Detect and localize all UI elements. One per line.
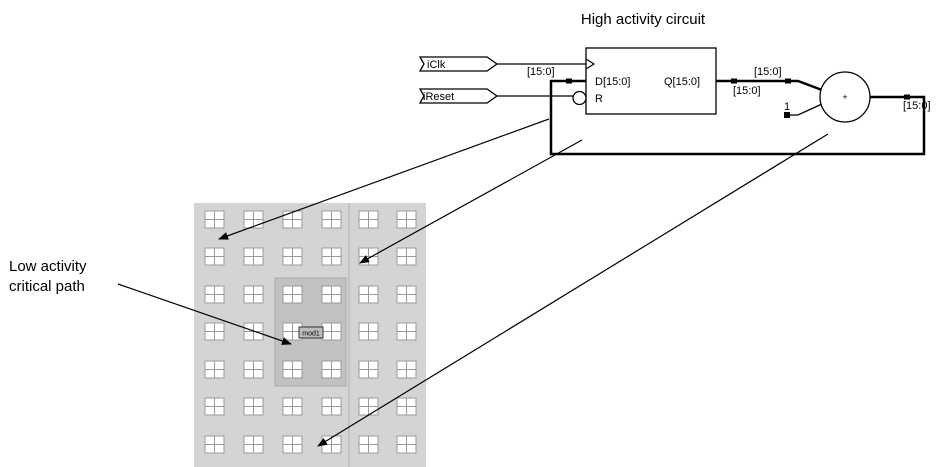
floorplan-tile <box>396 247 417 266</box>
floorplan-tile <box>243 397 264 416</box>
reset-input-port <box>418 88 499 104</box>
q-bus-tap <box>731 78 737 84</box>
clk-input-port <box>418 56 499 72</box>
register-r-port: R <box>595 93 603 105</box>
floorplan-tile <box>358 435 379 454</box>
q-output-bus <box>716 79 823 92</box>
floorplan-tile <box>321 397 342 416</box>
module-label: mod1 <box>302 331 320 338</box>
critical-path-label-line1: Low activity <box>9 258 87 275</box>
register-d-port: D[15:0] <box>595 76 630 88</box>
critical-path-pointer <box>117 283 292 345</box>
floorplan-tile <box>321 360 342 379</box>
floorplan-tile <box>396 322 417 341</box>
floorplan-tile <box>282 247 303 266</box>
floorplan-tile <box>204 435 225 454</box>
bus-label-q-bottom: [15:0] <box>733 85 761 97</box>
mapping-arrow-1 <box>218 118 550 240</box>
adder-out-tap <box>904 94 910 100</box>
floorplan-tile <box>321 285 342 304</box>
floorplan-tile <box>321 435 342 454</box>
floorplan-tile <box>282 435 303 454</box>
floorplan-tile <box>358 322 379 341</box>
floorplan-tile <box>358 397 379 416</box>
register-block <box>585 47 717 115</box>
mapping-arrow-2 <box>359 139 583 264</box>
floorplan-tile <box>321 322 342 341</box>
q-bus-tap-right <box>785 78 791 84</box>
floorplan-tile <box>243 247 264 266</box>
reset-input-label: iReset <box>423 91 454 103</box>
floorplan-tile <box>243 360 264 379</box>
floorplan-tile <box>243 435 264 454</box>
floorplan-tiles <box>204 210 417 454</box>
floorplan-grid: mod1 <box>194 203 426 467</box>
clock-triangle <box>585 58 596 70</box>
adder-constant: 1 <box>784 101 790 113</box>
d-bus-tap <box>566 78 572 84</box>
floorplan-tile <box>358 360 379 379</box>
register-q-port: Q[15:0] <box>664 76 700 88</box>
floorplan-tile <box>358 285 379 304</box>
feedback-bus <box>549 79 926 156</box>
floorplan-tile <box>204 397 225 416</box>
mapping-arrow-3 <box>317 133 829 447</box>
floorplan-tile <box>204 210 225 229</box>
floorplan-tile <box>396 435 417 454</box>
critical-path-label-line2: critical path <box>9 278 85 295</box>
floorplan-tile <box>358 210 379 229</box>
floorplan-tile <box>204 322 225 341</box>
floorplan-tile <box>321 247 342 266</box>
floorplan-tile <box>204 285 225 304</box>
floorplan-tile <box>243 210 264 229</box>
floorplan-tile <box>396 210 417 229</box>
bus-label-adder-out: [15:0] <box>903 100 931 112</box>
floorplan-tile <box>282 210 303 229</box>
diagram-title: High activity circuit <box>581 11 706 28</box>
floorplan-tile <box>204 247 225 266</box>
floorplan-tile <box>396 360 417 379</box>
constant-tap <box>784 112 790 118</box>
floorplan-tile <box>282 397 303 416</box>
floorplan-tile <box>282 360 303 379</box>
floorplan-tile <box>396 285 417 304</box>
bus-label-d-in: [15:0] <box>527 66 555 78</box>
bus-label-q-top: [15:0] <box>754 66 782 78</box>
module-box <box>298 326 324 339</box>
floorplan-tile <box>243 285 264 304</box>
reset-inversion-bubble <box>572 90 587 106</box>
floorplan-tile <box>204 360 225 379</box>
floorplan-tile <box>396 397 417 416</box>
clk-input-label: iClk <box>427 59 446 71</box>
floorplan-tile <box>282 285 303 304</box>
floorplan-tile <box>321 210 342 229</box>
adder-circle <box>819 71 871 123</box>
adder-symbol: + <box>842 92 847 102</box>
constant-wire <box>787 103 823 116</box>
